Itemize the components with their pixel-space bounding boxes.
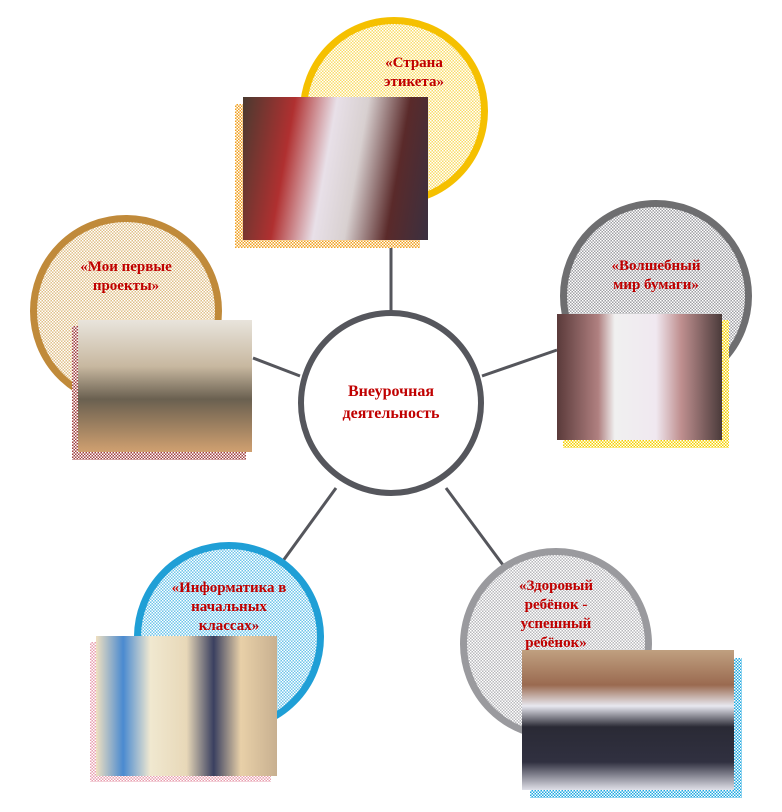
- photo-volshebnyi-mir-bumagi: [557, 314, 722, 440]
- photo-strana-etiketa: [243, 97, 428, 240]
- connector-left: [252, 356, 301, 378]
- connector-bottom-right: [444, 487, 505, 566]
- connector-bottom-left: [278, 487, 338, 566]
- connector-right: [481, 348, 558, 378]
- photo-moi-pervye-proekty: [78, 320, 252, 452]
- photo-zdorovyi-rebenok: [522, 650, 734, 790]
- photo-informatika: [96, 636, 277, 776]
